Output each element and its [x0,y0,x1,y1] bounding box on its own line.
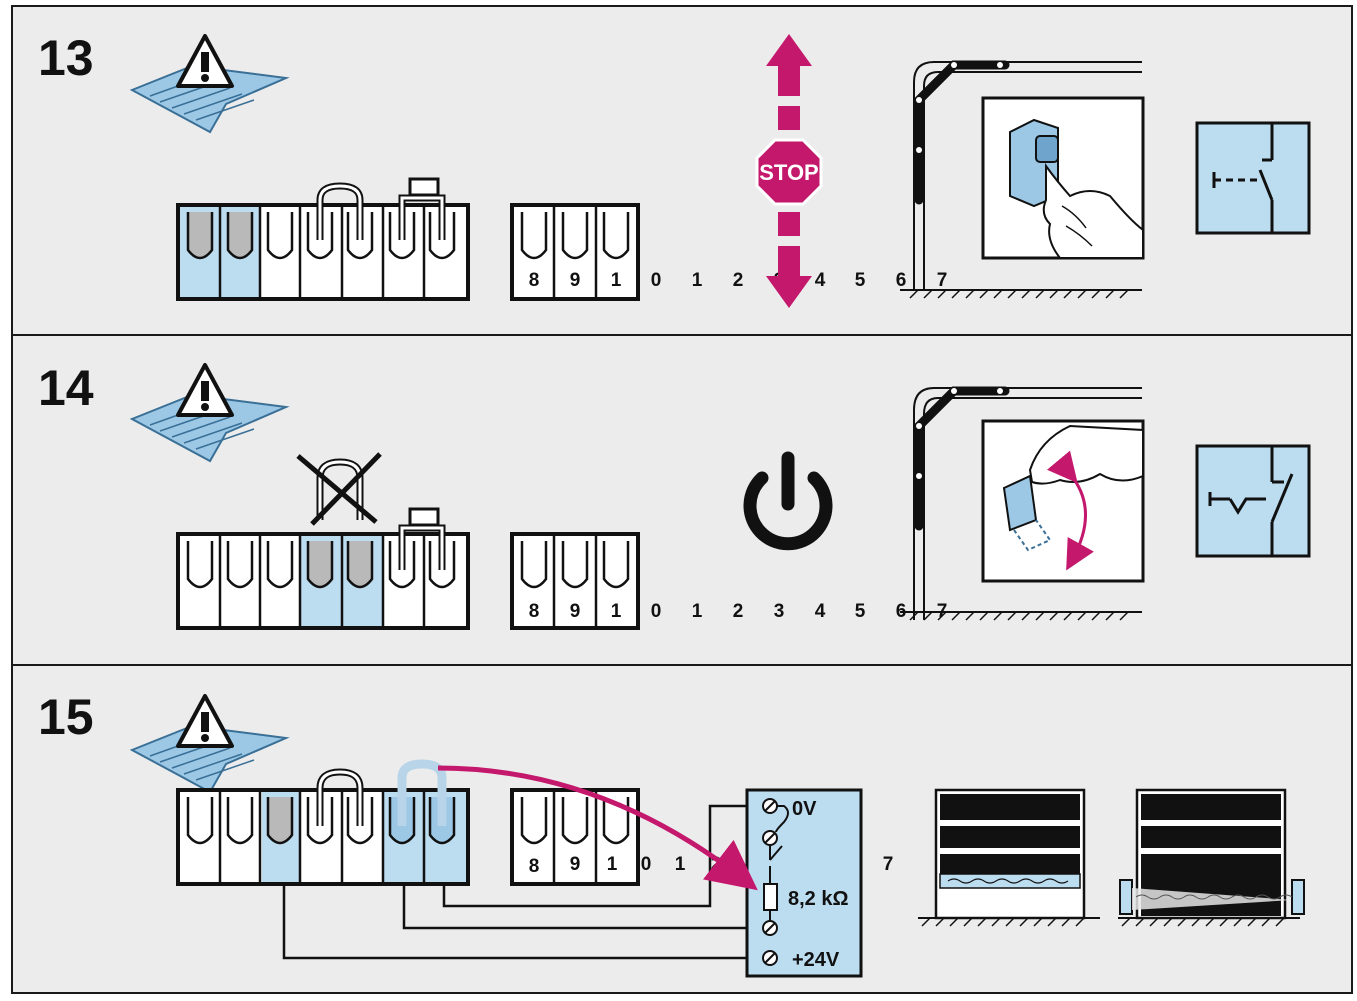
terminal-block-main [176,177,470,301]
normally-open-contact-icon [1195,121,1311,235]
pull-switch-icon [981,419,1145,583]
step-number: 14 [38,360,94,416]
terminal-label-8: 8 [529,601,540,622]
push-button-icon [981,96,1145,260]
terminal-block-main [176,759,470,886]
terminal-block-891: 8 9 1 [510,203,640,301]
axis-number: 1 [692,601,703,622]
axis-number: 1 [692,270,703,291]
panel-15: 15 [11,664,1353,994]
panel-13: 13 [11,5,1353,336]
axis-number: 4 [815,270,826,291]
axis-number: 2 [733,601,744,622]
axis-number: 6 [896,270,907,291]
resistor-label: 8,2 kΩ [788,888,849,910]
door-photocell-icon [1118,788,1305,927]
wiring-lines [282,804,770,960]
stop-arrow-icon: STOP [755,34,823,308]
terminal-label-9: 9 [570,270,581,291]
axis-number: 4 [815,601,826,622]
label-24v: +24V [792,949,840,971]
label-0v: 0V [792,798,817,820]
axis-number: 0 [651,270,662,291]
axis-number: 7 [883,854,894,875]
panel-14: 14 [11,334,1353,666]
terminal-label-1: 1 [611,270,622,291]
terminal-label-1: 1 [607,854,618,875]
terminal-label-8: 8 [529,270,540,291]
axis-number: 5 [855,270,866,291]
axis-number: 2 [733,270,744,291]
move-bridge-arrow [437,765,758,891]
terminal-block-main [176,452,470,630]
power-icon [743,451,833,551]
step-number: 13 [38,30,94,86]
terminal-label-9: 9 [570,854,581,875]
stop-label: STOP [759,160,819,185]
manual-warning-icon [129,694,290,794]
terminal-label-9: 9 [570,601,581,622]
normally-closed-contact-icon [1195,444,1311,558]
terminal-label-1: 1 [611,601,622,622]
door-frame-icon [900,60,1142,299]
manual-warning-icon [129,34,290,134]
axis-number: 0 [651,601,662,622]
terminal-block-891: 8 9 1 [510,532,640,630]
safety-edge-circuit: 0V 8,2 kΩ +24V [745,788,863,978]
remove-cross-icon [296,452,382,526]
axis-number: 0 [641,854,652,875]
door-frame-icon [900,386,1142,621]
axis-number: 3 [774,601,785,622]
axis-number: 5 [855,601,866,622]
axis-number: 1 [675,854,686,875]
terminal-label-8: 8 [529,856,540,877]
safety-edge-icon [918,788,1100,927]
manual-warning-icon [129,363,290,463]
step-number: 15 [38,689,94,745]
axis-number: 7 [937,270,948,291]
